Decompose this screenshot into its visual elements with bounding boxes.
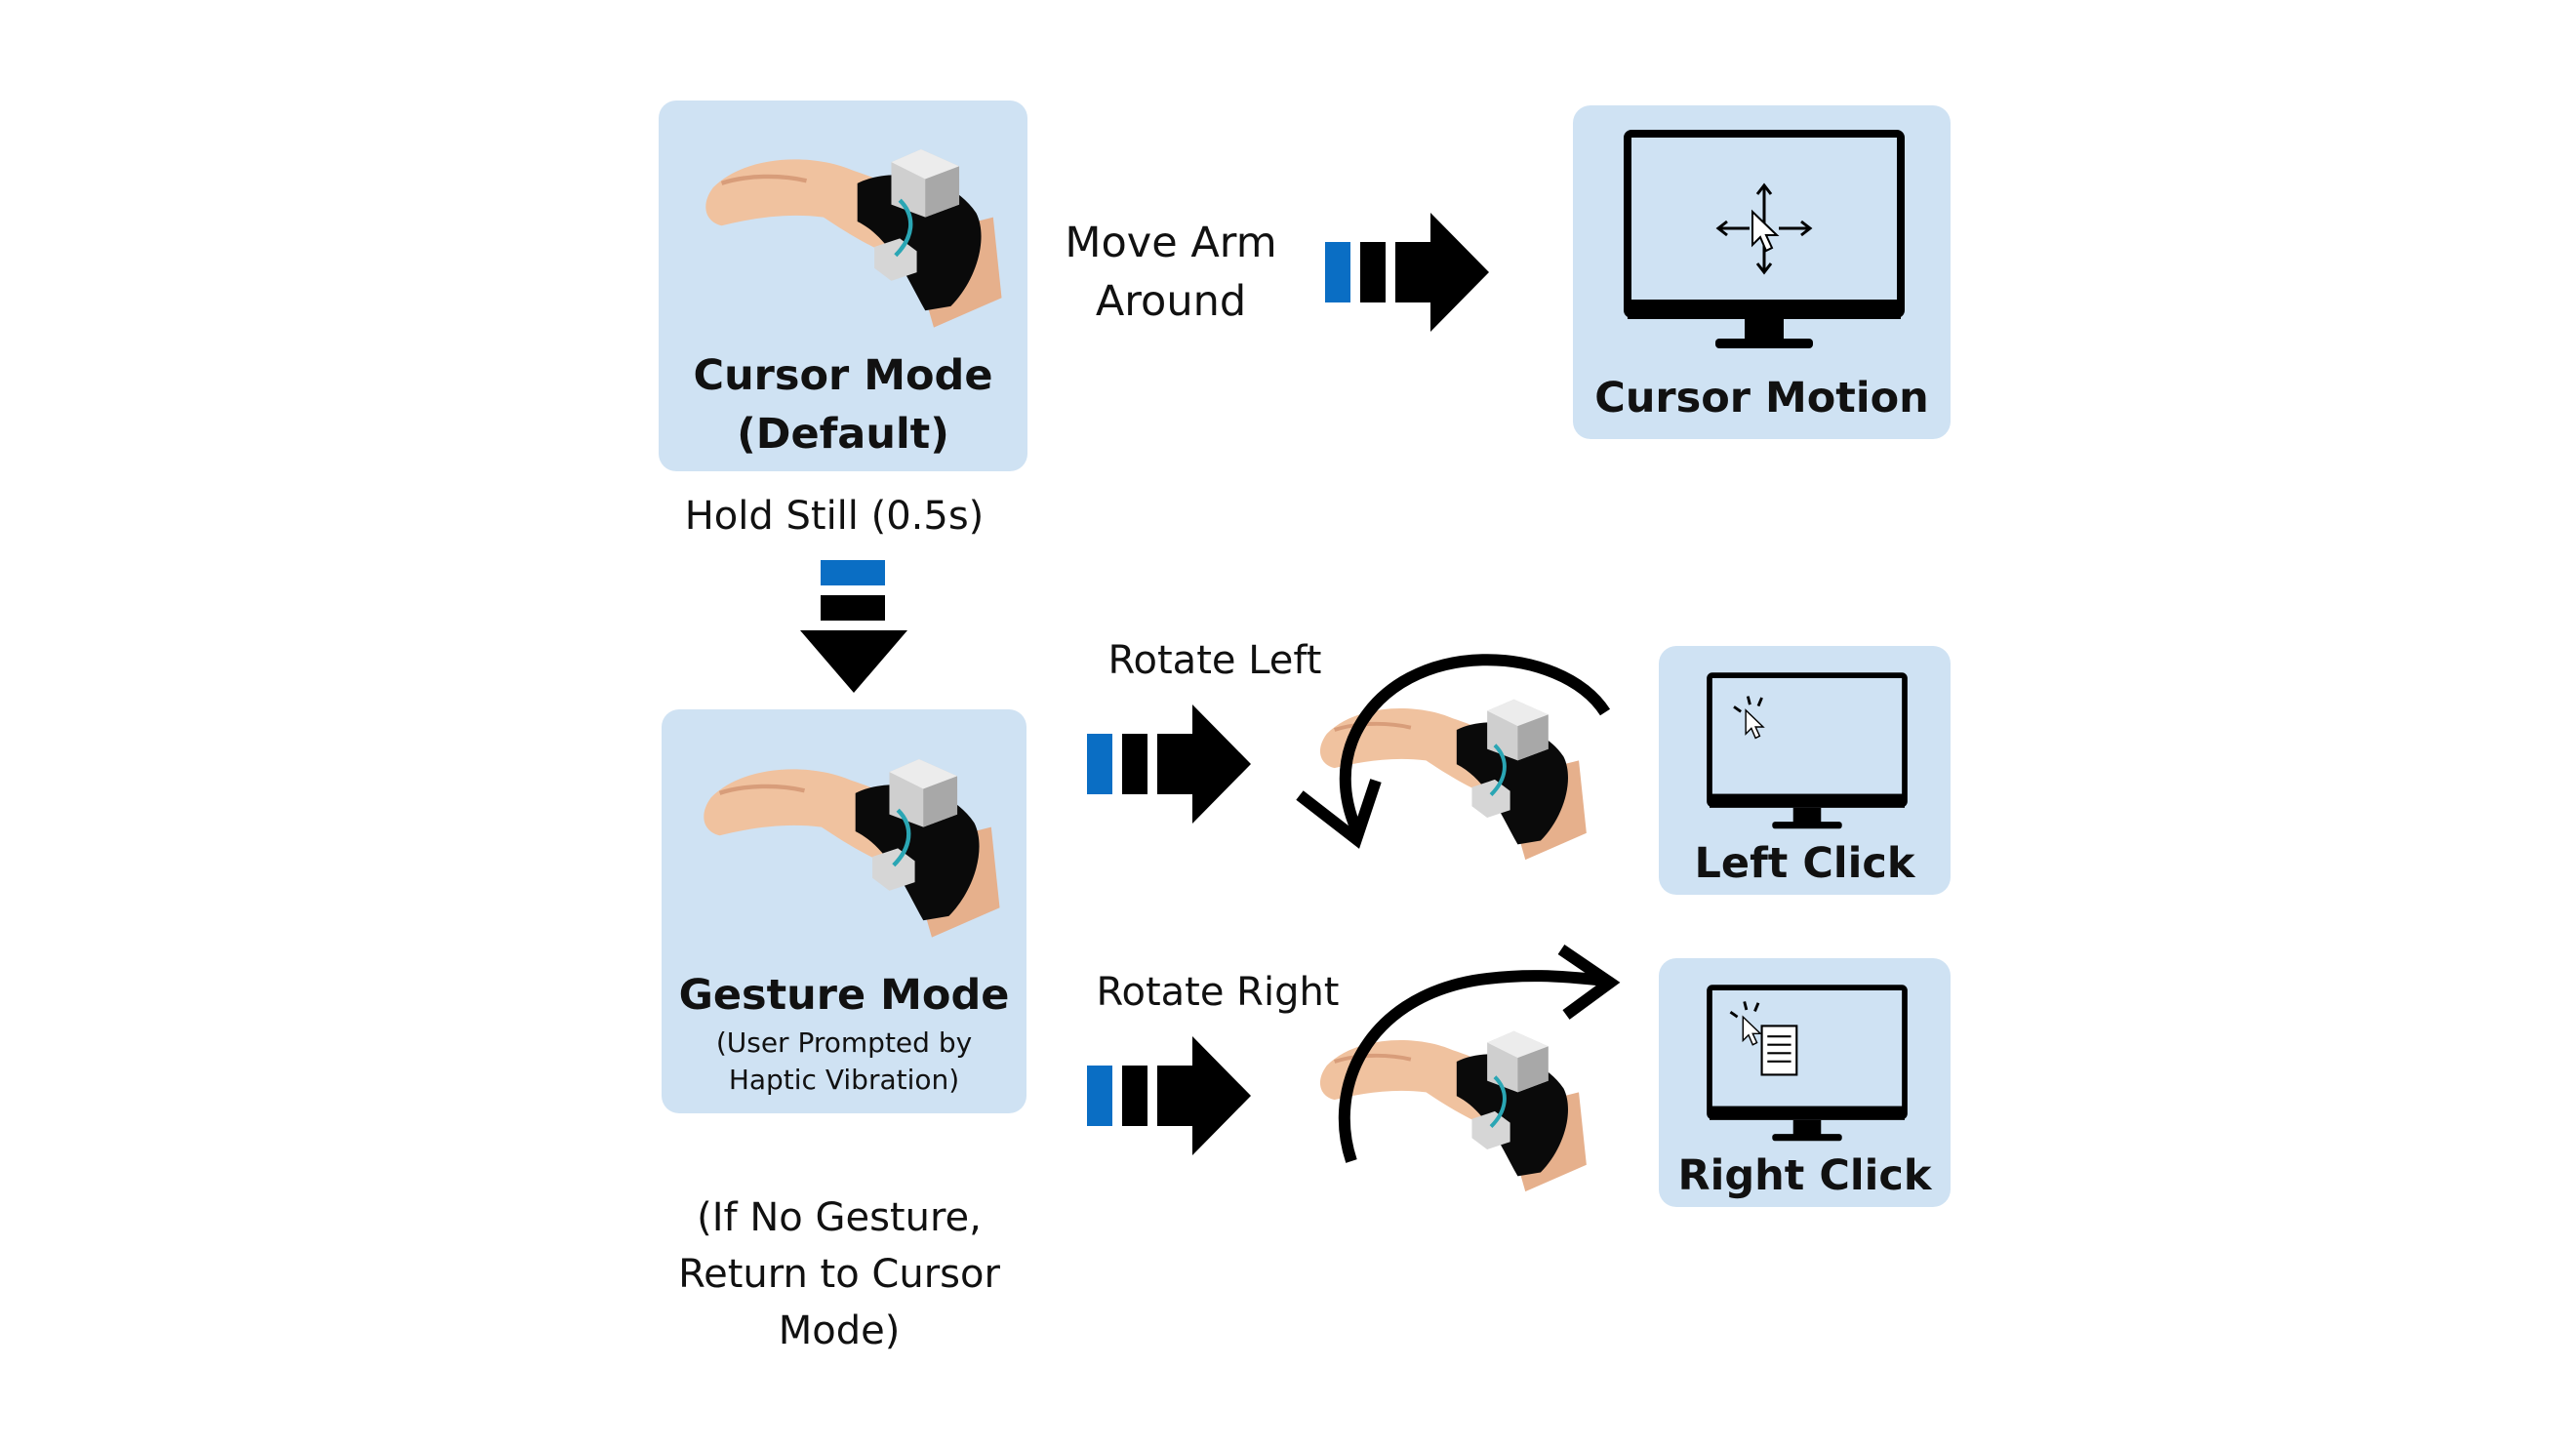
cursor-motion-label: Cursor Motion — [1594, 374, 1929, 423]
cursor-mode-subtitle: (Default) — [737, 410, 949, 459]
no-gesture-note: (If No Gesture, — [697, 1195, 982, 1240]
hold-still-label: Hold Still (0.5s) — [684, 494, 985, 539]
move-arm-label-2: Around — [1095, 277, 1247, 326]
gesture-mode-title: Gesture Mode — [678, 971, 1010, 1020]
no-gesture-note-2: Return to Cursor — [678, 1252, 1000, 1297]
rotate-right-label: Rotate Right — [1096, 970, 1340, 1015]
monitor-icon — [1710, 673, 1905, 834]
gesture-mode-note: (User Prompted by — [715, 1026, 973, 1059]
flow-arrow-icon — [1087, 704, 1251, 824]
click-burst-icon — [1729, 1001, 1760, 1019]
right-click-label: Right Click — [1677, 1151, 1932, 1200]
gesture-mode-note-2: Haptic Vibration) — [728, 1064, 960, 1096]
document-icon — [1760, 1025, 1798, 1076]
flow-arrow-icon — [1087, 1036, 1251, 1155]
down-flow-arrow-icon — [800, 560, 907, 693]
move-arrows-icon — [1715, 182, 1813, 275]
wrist-device-image — [683, 137, 1015, 332]
click-burst-icon — [1733, 696, 1763, 713]
left-click-label: Left Click — [1694, 839, 1915, 888]
rotate-left-label: Rotate Left — [1107, 638, 1322, 683]
monitor-icon — [1710, 986, 1905, 1147]
no-gesture-note-3: Mode) — [778, 1308, 901, 1353]
flow-arrow-icon — [1325, 213, 1489, 332]
rotate-right-arrow-icon — [1338, 945, 1621, 1163]
wrist-device-image — [681, 746, 1013, 942]
monitor-icon — [1628, 134, 1901, 353]
rotate-left-arrow-icon — [1296, 654, 1611, 849]
cursor-mode-title: Cursor Mode — [693, 351, 993, 400]
move-arm-label: Move Arm — [1065, 219, 1277, 267]
